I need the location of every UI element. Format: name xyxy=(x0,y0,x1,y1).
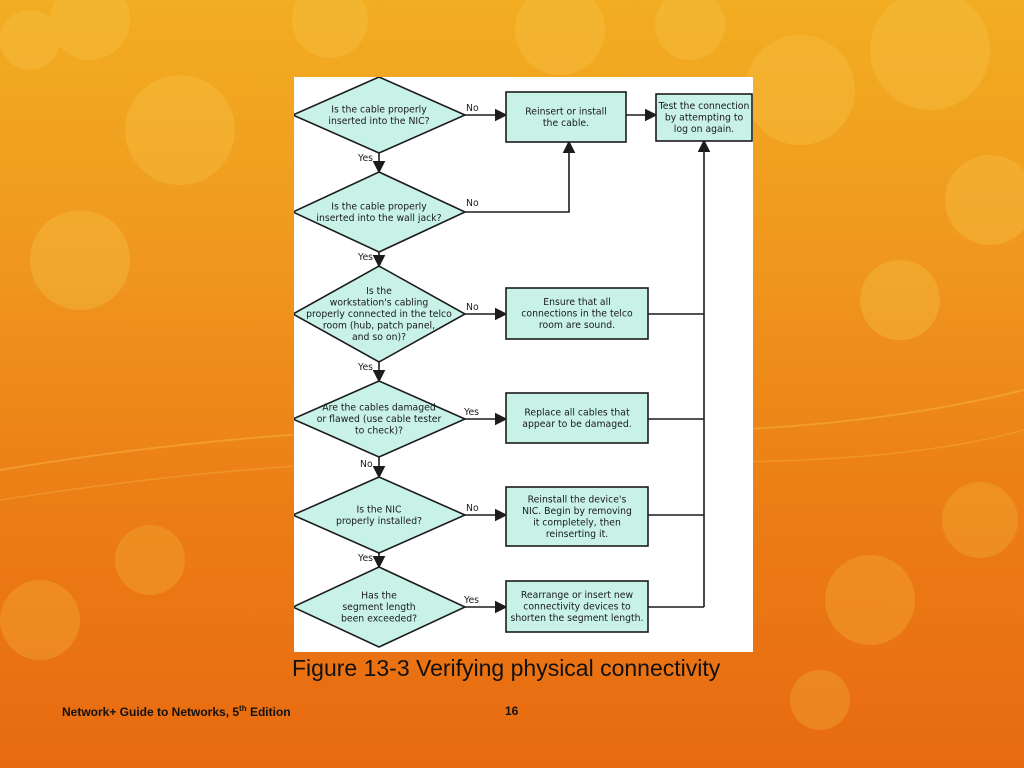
action-6-text-line: shorten the segment length. xyxy=(511,613,644,624)
action-1-text-line: the cable. xyxy=(543,118,589,129)
footer-title-end: Edition xyxy=(246,705,291,719)
edge-label-d4-no: No xyxy=(360,459,373,470)
action-1-text-line: Reinsert or install xyxy=(525,106,607,117)
edge-label-d1-yes: Yes xyxy=(357,153,373,164)
decision-3-text-line: workstation's cabling xyxy=(330,298,429,309)
decision-6-text-line: Has the xyxy=(361,591,397,602)
action-box-3 xyxy=(505,287,649,340)
action-box-4 xyxy=(505,392,649,444)
action-4-text-line: appear to be damaged. xyxy=(522,419,631,430)
footer-book-title: Network+ Guide to Networks, 5th Edition xyxy=(62,704,291,719)
decision-1-text-line: Is the cable properly xyxy=(331,104,427,115)
decision-6-text-line: been exceeded? xyxy=(341,614,417,625)
action-3-text-line: Ensure that all xyxy=(543,297,611,308)
decision-3-text-line: room (hub, patch panel, xyxy=(323,321,435,332)
action-5-text-line: it completely, then xyxy=(533,517,621,528)
decision-6-text-line: segment length xyxy=(342,602,415,613)
decision-2-text-line: inserted into the wall jack? xyxy=(316,213,441,224)
decision-diamond-4 xyxy=(294,380,467,458)
decision-diamond-5 xyxy=(294,476,467,554)
decision-3-text-line: and so on)? xyxy=(352,332,406,343)
footer-title-main: Network+ Guide to Networks, 5 xyxy=(62,705,240,719)
edge-label-d2-yes: Yes xyxy=(357,252,373,263)
edge-label-d5-no: No xyxy=(466,503,479,514)
decision-1-text-line: inserted into the NIC? xyxy=(328,116,429,127)
decision-4-text-line: or flawed (use cable tester xyxy=(317,414,442,425)
edge-label-d6-yes: Yes xyxy=(463,595,479,606)
action-5-text-line: reinserting it. xyxy=(546,529,608,540)
figure-caption: Figure 13-3 Verifying physical connectiv… xyxy=(292,655,721,681)
decision-diamond-3 xyxy=(294,265,467,363)
action-4-text-line: Replace all cables that xyxy=(524,407,630,418)
action-box-2 xyxy=(655,93,753,142)
edge-label-d2-no: No xyxy=(466,198,479,209)
action-5-text-line: Reinstall the device's xyxy=(528,494,627,505)
footer-title-sup: th xyxy=(239,704,247,713)
edge-label-d3-no: No xyxy=(466,302,479,313)
edge-label-d5-yes: Yes xyxy=(357,553,373,564)
action-box-1 xyxy=(505,91,627,143)
decision-4-text-line: to check)? xyxy=(355,426,403,437)
decision-3-text-line: Is the xyxy=(366,286,392,297)
decision-4-text-line: Are the cables damaged xyxy=(322,403,436,414)
decision-diamond-6 xyxy=(294,566,467,648)
action-6-text-line: Rearrange or insert new xyxy=(521,590,634,601)
action-3-text-line: room are sound. xyxy=(539,320,615,331)
decision-5-text-line: Is the NIC xyxy=(357,504,402,515)
edge-label-d1-no: No xyxy=(466,103,479,114)
action-2-text-line: by attempting to xyxy=(665,113,744,124)
decision-3-text-line: properly connected in the telco xyxy=(306,309,452,320)
action-3-text-line: connections in the telco xyxy=(521,309,633,320)
edge-label-d3-yes: Yes xyxy=(357,362,373,373)
decision-diamond-2 xyxy=(294,171,467,253)
edge-label-d4-yes: Yes xyxy=(463,407,479,418)
connector-arrow xyxy=(465,140,576,213)
action-6-text-line: connectivity devices to xyxy=(523,602,631,613)
action-5-text-line: NIC. Begin by removing xyxy=(522,506,632,517)
action-box-5 xyxy=(505,486,649,547)
action-2-text-line: Test the connection xyxy=(658,101,750,112)
action-box-6 xyxy=(505,580,649,633)
action-2-text-line: log on again. xyxy=(674,124,734,135)
decision-5-text-line: properly installed? xyxy=(336,516,422,527)
page-number: 16 xyxy=(505,704,519,718)
decision-diamond-1 xyxy=(294,77,467,154)
decision-2-text-line: Is the cable properly xyxy=(331,201,427,212)
